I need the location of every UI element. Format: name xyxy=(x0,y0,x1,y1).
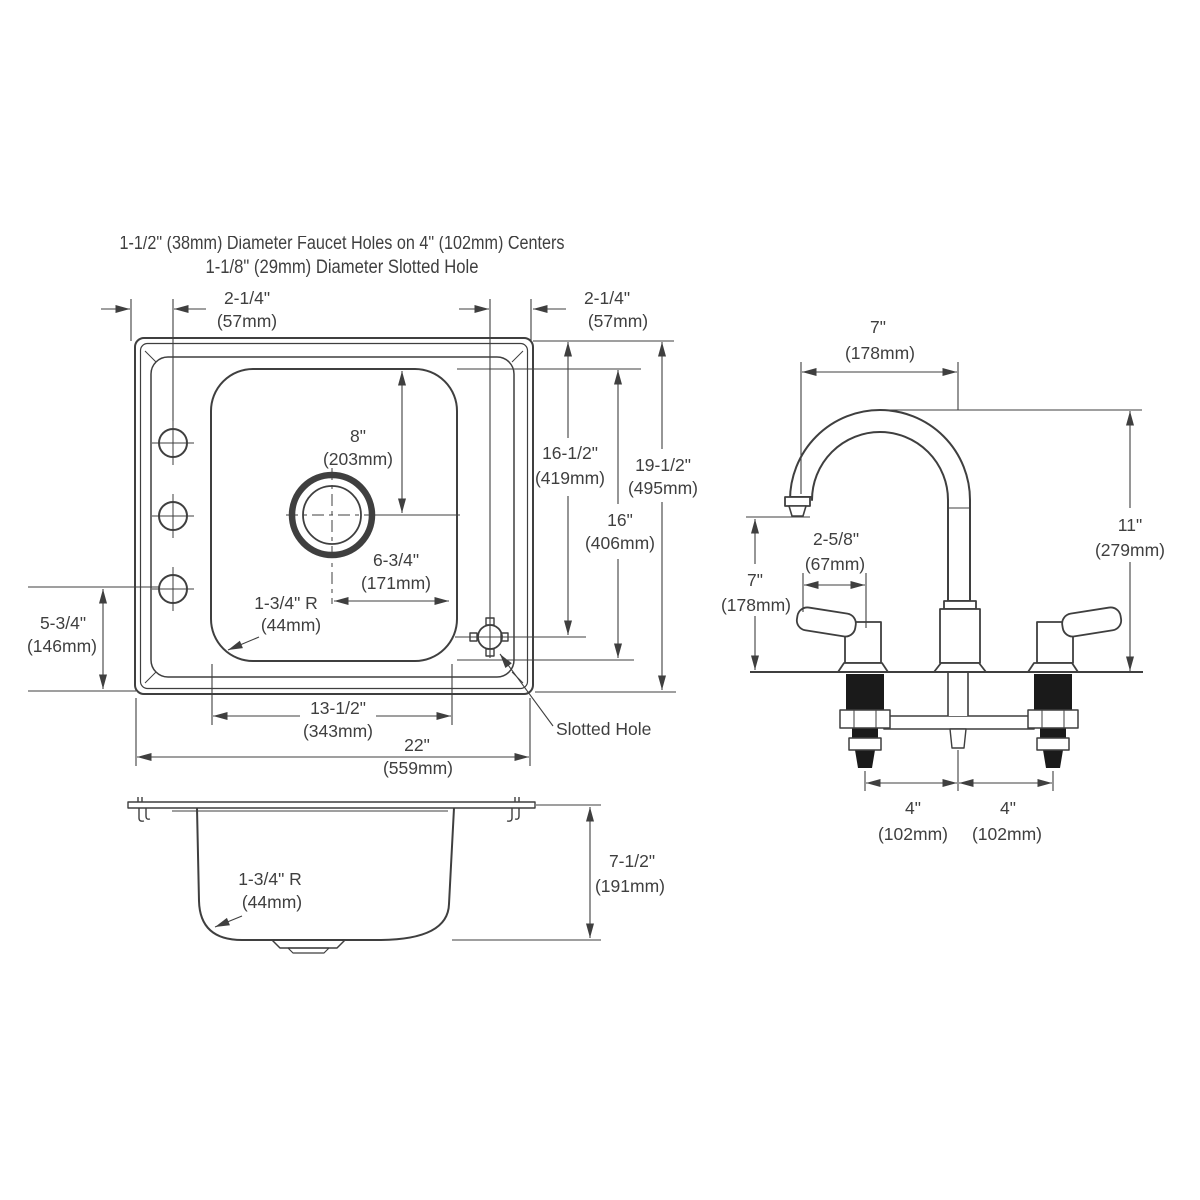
dim-5-3-4-in: 5-3/4" xyxy=(40,613,86,633)
dim-depth-in: 7-1/2" xyxy=(609,851,655,871)
ext-lines-depth xyxy=(452,804,601,941)
sink-outer-edge xyxy=(134,337,534,695)
dim-22-in: 22" xyxy=(404,735,430,755)
note-faucet-holes: 1-1/2" (38mm) Diameter Faucet Holes on 4… xyxy=(120,233,565,254)
spout-aerator-tip xyxy=(788,505,807,517)
left-handle-flange xyxy=(837,662,889,673)
dim-5-3-4-mm: (146mm) xyxy=(27,636,97,656)
mounting-clip-right xyxy=(506,797,520,822)
faucet-body xyxy=(939,608,981,664)
right-shank xyxy=(1034,674,1072,710)
left-locknut-facets xyxy=(853,710,877,728)
right-locknut-facets xyxy=(1041,710,1065,728)
dim-16-in: 16" xyxy=(607,510,633,530)
top-crop-mask xyxy=(88,196,628,236)
center-shank-column xyxy=(947,671,969,716)
radius-top-view-in: 1-3/4" R xyxy=(254,593,318,613)
dim-6-3-4-in: 6-3/4" xyxy=(373,550,419,570)
left-shank-thread xyxy=(852,728,878,738)
dim-depth-mm: (191mm) xyxy=(595,876,665,896)
center-tailpiece xyxy=(949,728,967,749)
dim-4-right-in: 4" xyxy=(1000,798,1016,818)
ext-lines-22 xyxy=(135,698,531,766)
spout-nozzle xyxy=(784,496,811,507)
body-base-flange xyxy=(933,662,987,673)
faucet-front-view xyxy=(750,409,1143,768)
annotations: 1-1/2" (38mm) Diameter Faucet Holes on 4… xyxy=(27,233,1165,912)
ext-lines-right xyxy=(455,340,676,693)
dim-19-1-2-mm: (495mm) xyxy=(628,478,698,498)
ext-lines-5-3-4 xyxy=(28,586,159,692)
sink-inner-rim xyxy=(150,356,515,678)
dimension-lines xyxy=(28,299,1142,941)
right-locknut xyxy=(1027,709,1079,729)
sink-rim-edge xyxy=(139,342,529,690)
left-coupling-nut xyxy=(848,737,882,751)
dim-4-left-in: 4" xyxy=(905,798,921,818)
drain-stub-outer xyxy=(271,939,346,949)
dim-16-1-2-in: 16-1/2" xyxy=(542,443,598,463)
dim-spout-height-mm: (279mm) xyxy=(1095,540,1165,560)
bowl-profile xyxy=(196,807,455,941)
dim-left-offset-in: 2-1/4" xyxy=(224,288,270,308)
note-slotted-hole: 1-1/8" (29mm) Diameter Slotted Hole xyxy=(206,257,479,278)
dim-22-mm: (559mm) xyxy=(383,758,453,778)
dim-right-offset-in: 2-1/4" xyxy=(584,288,630,308)
dim-spout-reach-in: 7" xyxy=(870,317,886,337)
dim-16-mm: (406mm) xyxy=(585,533,655,553)
dim-handle-reach-mm: (67mm) xyxy=(805,554,865,574)
dim-left-offset-mm: (57mm) xyxy=(217,311,277,331)
dim-spout-clearance-mm: (178mm) xyxy=(721,595,791,615)
dim-spout-height-in: 11" xyxy=(1118,515,1142,535)
left-handle-lever xyxy=(795,606,857,638)
radius-side-view-mm: (44mm) xyxy=(242,892,302,912)
dim-right-offset-mm: (57mm) xyxy=(588,311,648,331)
ext-lines-13-1-2 xyxy=(211,664,453,725)
radius-leader-top-view xyxy=(227,636,260,651)
dim-13-1-2-in: 13-1/2" xyxy=(310,698,366,718)
right-shank-tail xyxy=(1043,750,1063,768)
sink-side-view xyxy=(127,797,536,954)
slotted-hole-leader xyxy=(499,653,554,727)
supply-cross-tube xyxy=(883,715,1035,730)
left-locknut xyxy=(839,709,891,729)
mounting-clip-left xyxy=(137,797,151,822)
dim-13-1-2-mm: (343mm) xyxy=(303,721,373,741)
right-handle-flange xyxy=(1027,662,1079,673)
left-shank-tail xyxy=(855,750,875,768)
right-coupling-nut xyxy=(1036,737,1070,751)
dim-4-left-mm: (102mm) xyxy=(878,824,948,844)
radius-top-view-mm: (44mm) xyxy=(261,615,321,635)
rim-corner-ticks xyxy=(144,350,524,684)
right-handle-lever xyxy=(1061,606,1123,638)
dim-8in-mm: (203mm) xyxy=(323,449,393,469)
sink-top-view xyxy=(134,337,534,695)
right-shank-thread xyxy=(1040,728,1066,738)
faucet-hole-crosshairs xyxy=(152,421,194,611)
radius-leader-side-view xyxy=(214,915,243,928)
dim-spout-clearance-in: 7" xyxy=(747,570,763,590)
dim-4-right-mm: (102mm) xyxy=(972,824,1042,844)
ext-lines-spout-reach xyxy=(800,362,959,494)
left-shank xyxy=(846,674,884,710)
body-collar xyxy=(943,600,977,610)
dim-8in-in: 8" xyxy=(350,426,366,446)
dim-16-1-2-mm: (419mm) xyxy=(535,468,605,488)
dim-handle-reach-in: 2-5/8" xyxy=(813,529,859,549)
ext-lines-handle-reach xyxy=(802,573,867,628)
dim-19-1-2-in: 19-1/2" xyxy=(635,455,691,475)
drain-stub-inner xyxy=(287,947,330,954)
rim-profile xyxy=(127,801,536,809)
ext-lines-hole-spacing xyxy=(864,750,1054,791)
radius-side-view-in: 1-3/4" R xyxy=(238,869,302,889)
dim-6-3-4-mm: (171mm) xyxy=(361,573,431,593)
ext-lines-top xyxy=(130,299,532,658)
slotted-hole-label: Slotted Hole xyxy=(556,719,651,739)
dim-spout-reach-mm: (178mm) xyxy=(845,343,915,363)
